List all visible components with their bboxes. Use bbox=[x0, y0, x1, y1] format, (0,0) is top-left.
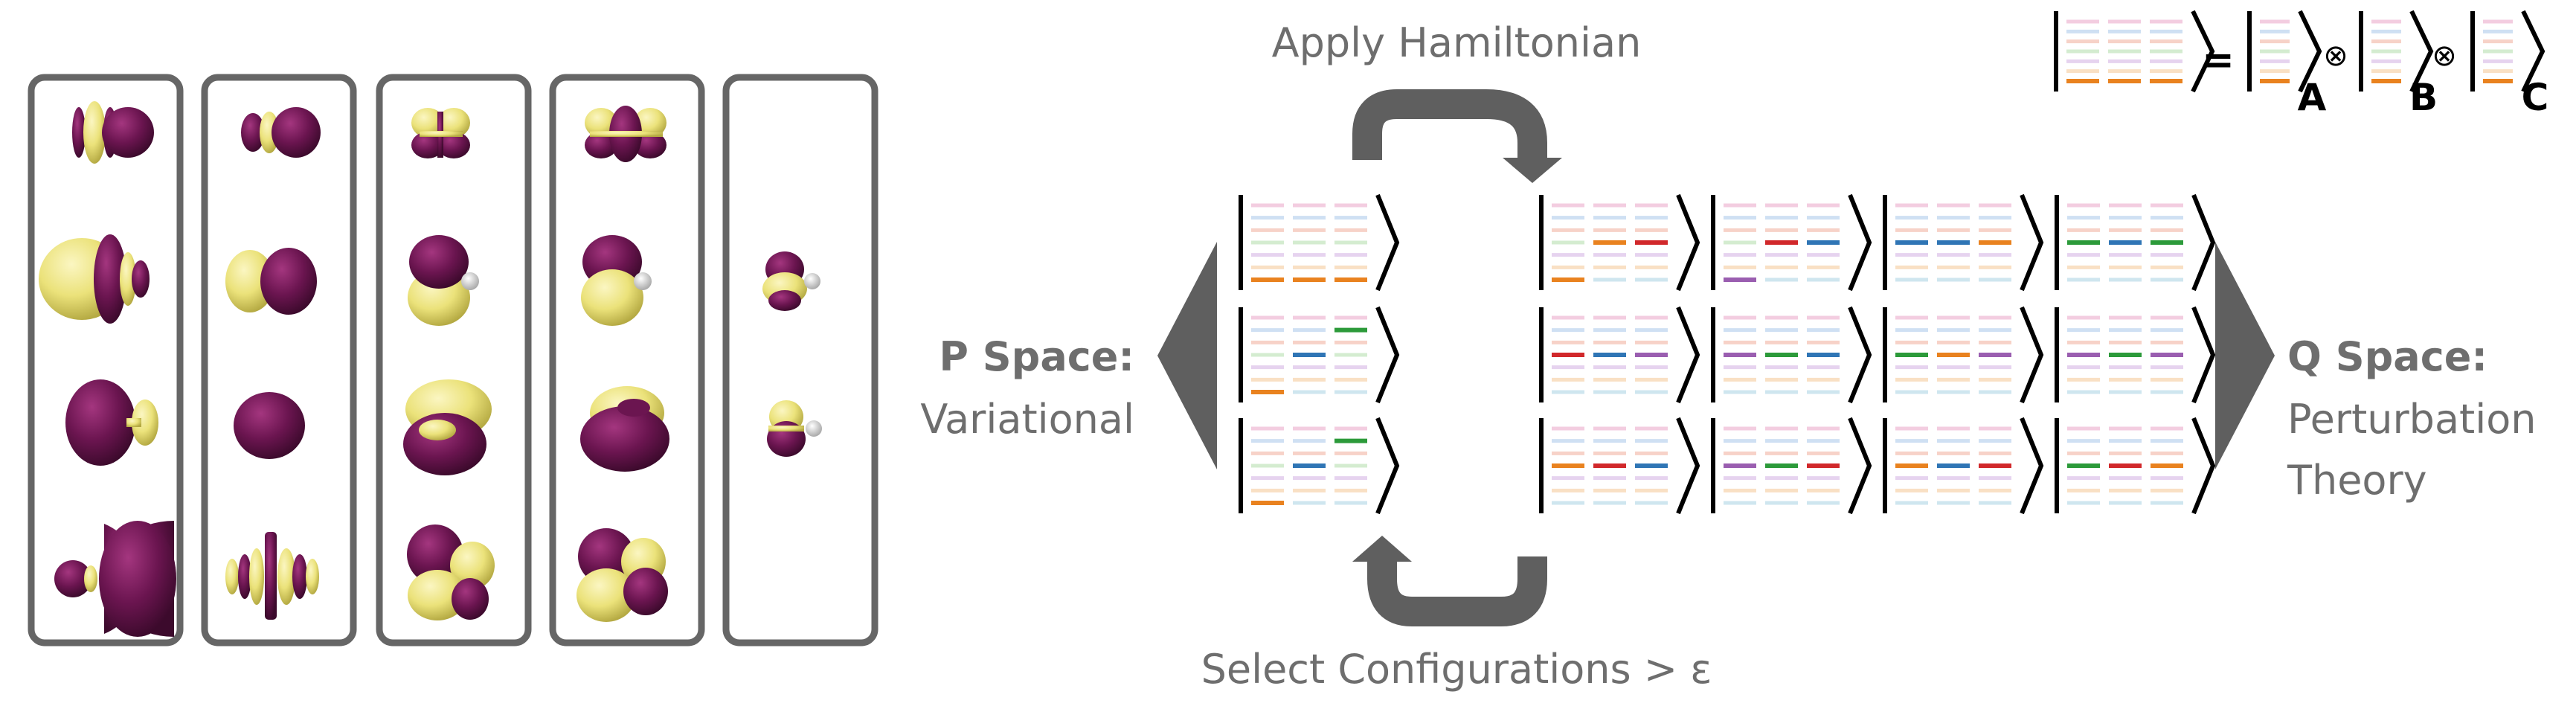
q-space-ket bbox=[1711, 306, 1872, 404]
orbital-column-frame bbox=[201, 74, 357, 647]
orbital-5-1 bbox=[762, 251, 820, 311]
ket-right-angle bbox=[1676, 306, 1700, 404]
orbital-1-3 bbox=[65, 379, 158, 466]
q-space-configurations bbox=[1539, 193, 2216, 515]
orbital-1-4 bbox=[54, 521, 176, 637]
q-space-subtitle-line1: Perturbation bbox=[2287, 396, 2536, 443]
q-space-ket bbox=[1883, 306, 2044, 404]
q-space-ket bbox=[1539, 306, 1700, 404]
orbital-5-2 bbox=[767, 400, 822, 457]
p-space-ket bbox=[1239, 193, 1400, 292]
p-space-title: P Space: bbox=[939, 333, 1134, 380]
ket-right-angle bbox=[2521, 10, 2546, 93]
ket-right-angle bbox=[1848, 306, 1872, 404]
q-space-ket bbox=[1539, 417, 1700, 515]
legend-ket-c bbox=[2470, 10, 2546, 93]
ket-right-angle bbox=[2298, 10, 2322, 93]
orbital-2-4 bbox=[225, 532, 319, 620]
q-space-ket bbox=[1711, 193, 1872, 292]
orbital-column-frame bbox=[28, 74, 184, 647]
legend-ket-b bbox=[2359, 10, 2434, 93]
ket-c-subscript: C bbox=[2522, 76, 2549, 119]
ket-right-angle bbox=[2020, 417, 2044, 515]
legend-full-ket bbox=[2054, 10, 2215, 93]
apply-hamiltonian-label: Apply Hamiltonian bbox=[1272, 19, 1642, 66]
q-space-subtitle-line2: Theory bbox=[2287, 457, 2427, 504]
q-space-ket bbox=[1883, 193, 2044, 292]
ket-right-angle bbox=[1848, 417, 1872, 515]
ket-a-subscript: A bbox=[2298, 76, 2327, 119]
orbital-column-3 bbox=[376, 74, 532, 647]
select-configurations-label: Select Configurations > ε bbox=[1201, 646, 1712, 693]
ket-right-angle bbox=[2191, 306, 2216, 404]
legend-ket bbox=[2054, 10, 2215, 93]
apply-hamiltonian-arrow bbox=[1352, 89, 1562, 183]
orbital-panel bbox=[28, 74, 879, 647]
orbital-1-2 bbox=[39, 234, 150, 324]
orbital-2-3 bbox=[234, 392, 305, 459]
orbital-column-frame bbox=[549, 74, 705, 647]
p-space-arrow bbox=[1157, 242, 1217, 469]
orbital-4-3 bbox=[580, 386, 669, 472]
orbital-4-1 bbox=[585, 106, 667, 162]
legend-ket bbox=[2470, 10, 2546, 93]
orbital-3-2 bbox=[408, 235, 479, 326]
orbital-2-1 bbox=[241, 107, 321, 158]
orbital-column-4 bbox=[549, 74, 705, 647]
p-space-subtitle: Variational bbox=[920, 396, 1134, 443]
q-space-arrow bbox=[2215, 242, 2275, 469]
orbital-column-frame bbox=[376, 74, 532, 647]
select-configurations-arrow bbox=[1352, 536, 1547, 626]
p-space-ket bbox=[1239, 306, 1400, 404]
orbital-3-4 bbox=[407, 524, 495, 620]
ket-right-angle bbox=[2191, 193, 2216, 292]
ket-right-angle bbox=[2191, 10, 2215, 93]
tensor-symbol-2: ⊗ bbox=[2432, 39, 2457, 73]
ket-right-angle bbox=[1375, 306, 1400, 404]
orbital-column-1 bbox=[28, 74, 184, 647]
legend-ket bbox=[2247, 10, 2322, 93]
ket-right-angle bbox=[1375, 417, 1400, 515]
orbital-2-2 bbox=[225, 248, 317, 315]
orbital-3-3 bbox=[403, 379, 492, 475]
q-space-ket bbox=[2055, 306, 2216, 404]
ket-right-angle bbox=[2191, 417, 2216, 515]
ket-right-angle bbox=[2020, 193, 2044, 292]
q-space-ket bbox=[2055, 417, 2216, 515]
p-space-configurations bbox=[1239, 193, 1400, 515]
ket-right-angle bbox=[2409, 10, 2434, 93]
ket-right-angle bbox=[1676, 417, 1700, 515]
q-space-ket bbox=[1883, 417, 2044, 515]
q-space-ket bbox=[1539, 193, 1700, 292]
orbital-column-frame bbox=[722, 74, 879, 647]
legend-ket bbox=[2359, 10, 2434, 93]
q-space-ket bbox=[2055, 193, 2216, 292]
tensor-symbol-1: ⊗ bbox=[2323, 39, 2348, 73]
p-space-ket bbox=[1239, 417, 1400, 515]
orbital-1-1 bbox=[72, 101, 154, 164]
tensor-product-legend: = A ⊗ B ⊗ C bbox=[2054, 10, 2549, 119]
equals-sign: = bbox=[2202, 38, 2235, 83]
orbital-column-2 bbox=[201, 74, 357, 647]
q-space-title: Q Space: bbox=[2287, 333, 2487, 380]
orbital-4-4 bbox=[576, 528, 668, 622]
ket-right-angle bbox=[1848, 193, 1872, 292]
ket-b-subscript: B bbox=[2409, 76, 2438, 119]
orbital-column-5 bbox=[722, 74, 879, 647]
ket-right-angle bbox=[2020, 306, 2044, 404]
ket-right-angle bbox=[1375, 193, 1400, 292]
legend-ket-a bbox=[2247, 10, 2322, 93]
orbital-3-1 bbox=[411, 108, 470, 158]
orbital-4-2 bbox=[581, 235, 652, 326]
q-space-ket bbox=[1711, 417, 1872, 515]
ket-right-angle bbox=[1676, 193, 1700, 292]
